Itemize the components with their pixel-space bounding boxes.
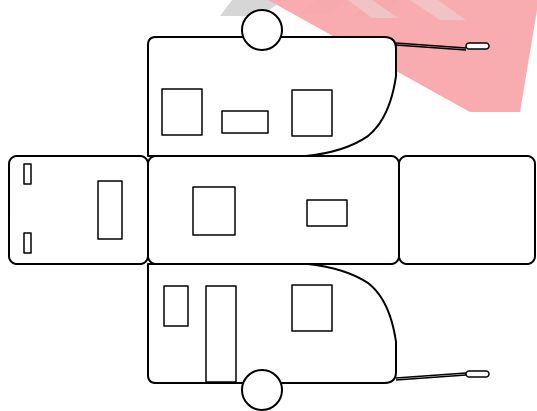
- door: [291, 89, 333, 137]
- side-panel-top: [147, 9, 490, 157]
- window: [221, 110, 269, 134]
- roof-panel-outline: [147, 155, 400, 265]
- roof-panel: [147, 155, 400, 265]
- headlight: [23, 232, 32, 254]
- back-panel-outline: [398, 155, 536, 265]
- red-banner: [268, 0, 537, 112]
- corner-banner: [220, 0, 537, 112]
- window: [291, 284, 333, 332]
- back-panel: [398, 155, 536, 265]
- wheel-bottom: [241, 369, 283, 411]
- window: [163, 285, 189, 327]
- side-panel-top-outline: [147, 36, 397, 157]
- banner-cut: [348, 0, 398, 18]
- window: [306, 199, 348, 227]
- window: [97, 180, 123, 240]
- banner-cut: [410, 0, 466, 20]
- tow-hitch-bottom: [395, 370, 490, 381]
- front-panel: [8, 155, 149, 265]
- tow-hitch-top: [395, 42, 490, 51]
- side-panel-bottom: [147, 263, 490, 411]
- headlight: [23, 163, 32, 185]
- wheel-top: [241, 9, 283, 51]
- window: [161, 88, 203, 136]
- window: [192, 186, 236, 236]
- door: [205, 285, 237, 383]
